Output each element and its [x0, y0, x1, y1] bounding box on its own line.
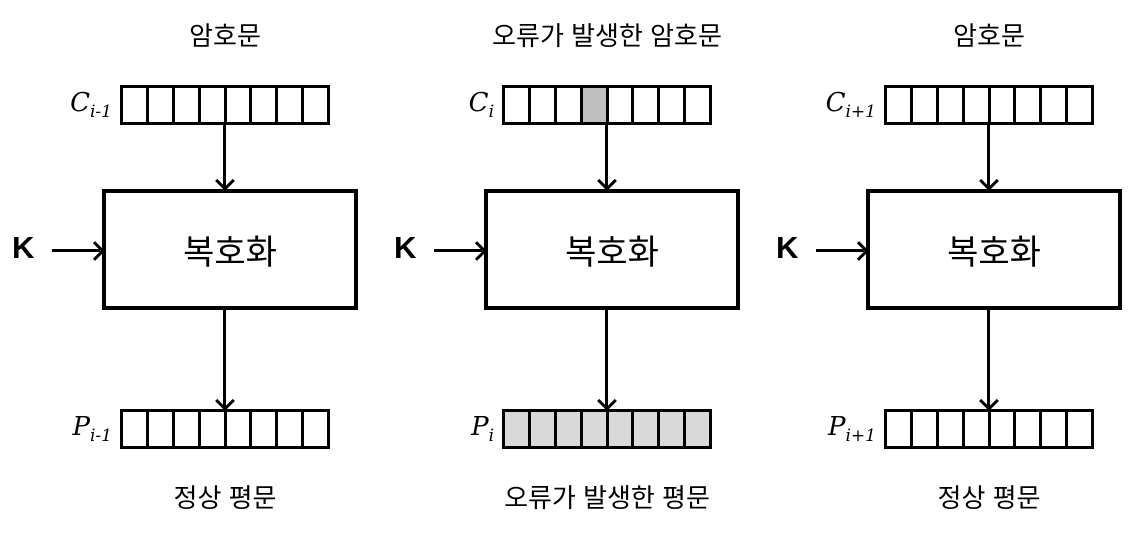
register-cell — [223, 88, 250, 122]
plain-register — [502, 409, 712, 449]
plain-register — [884, 409, 1094, 449]
register-cell — [505, 412, 528, 446]
register-cell — [1039, 88, 1066, 122]
cipher-register — [120, 85, 330, 125]
register-cell — [197, 88, 224, 122]
register-cell — [171, 412, 198, 446]
cipher-register — [884, 85, 1094, 125]
register-cell — [683, 88, 709, 122]
decrypt-box: 복호화 — [484, 189, 740, 310]
var-subscript: i — [488, 426, 494, 447]
key-label: K — [776, 230, 799, 265]
ciphertext-label: 암호문 — [189, 21, 261, 51]
key-arrow — [52, 249, 100, 252]
register-cell — [1065, 412, 1091, 446]
var-subscript: i-1 — [90, 102, 112, 123]
register-cell — [505, 88, 528, 122]
register-cell — [249, 412, 276, 446]
register-cell — [887, 412, 910, 446]
var-subscript: i — [488, 102, 494, 123]
plaintext-label: 정상 평문 — [937, 483, 1041, 513]
register-cell — [171, 88, 198, 122]
register-cell — [553, 412, 580, 446]
down-arrow — [987, 310, 990, 407]
cipher-register-name: Ci — [382, 88, 494, 122]
key-arrow — [816, 249, 864, 252]
register-cell — [1013, 412, 1040, 446]
var-subscript: i+1 — [845, 426, 877, 447]
var-letter: P — [72, 412, 91, 442]
register-cell — [631, 88, 658, 122]
plain-register — [120, 409, 330, 449]
register-cell — [631, 412, 658, 446]
decrypt-box: 복호화 — [866, 189, 1122, 310]
decrypt-column-i: 오류가 발생한 암호문 Ci K 복호화 Pi 오류가 발생한 평문 — [382, 0, 764, 540]
cipher-register-name: Ci+1 — [764, 88, 876, 122]
register-cell — [301, 88, 327, 122]
plain-register-name: Pi-1 — [0, 412, 113, 447]
register-cell — [961, 88, 988, 122]
register-cell — [275, 88, 302, 122]
register-cell — [909, 88, 936, 122]
decrypt-column-i-plus-1: 암호문 Ci+1 K 복호화 Pi+1 정상 평문 — [764, 0, 1146, 540]
register-cell — [683, 412, 709, 446]
register-cell — [223, 412, 250, 446]
var-letter: P — [828, 412, 846, 442]
register-cell — [275, 412, 302, 446]
register-cell — [301, 412, 327, 446]
register-cell — [605, 88, 632, 122]
ciphertext-error-label: 오류가 발생한 암호문 — [492, 21, 722, 51]
register-cell — [1013, 88, 1040, 122]
plaintext-label: 정상 평문 — [173, 483, 277, 513]
down-arrow — [223, 310, 226, 407]
down-arrow — [223, 125, 226, 187]
register-cell — [987, 88, 1014, 122]
register-cell — [249, 88, 276, 122]
down-arrow — [605, 310, 608, 407]
register-cell — [123, 88, 146, 122]
register-cell — [887, 88, 910, 122]
plaintext-error-label: 오류가 발생한 평문 — [504, 483, 710, 513]
register-cell — [579, 88, 606, 122]
register-cell — [1039, 412, 1066, 446]
register-cell — [1065, 88, 1091, 122]
var-subscript: i-1 — [90, 426, 112, 447]
decrypt-column-i-minus-1: 암호문 Ci-1 K 복호화 Pi-1 정상 평문 — [0, 0, 382, 540]
decrypt-box: 복호화 — [102, 189, 358, 310]
register-cell — [657, 88, 684, 122]
plain-register-name: Pi+1 — [764, 412, 876, 446]
register-cell — [553, 88, 580, 122]
plain-register-name: Pi — [382, 412, 494, 446]
key-label: K — [12, 230, 35, 265]
register-cell — [123, 412, 146, 446]
register-cell — [527, 412, 554, 446]
down-arrow — [987, 125, 990, 187]
register-cell — [935, 88, 962, 122]
var-letter: P — [471, 412, 489, 442]
register-cell — [961, 412, 988, 446]
register-cell — [909, 412, 936, 446]
register-cell — [935, 412, 962, 446]
var-letter: C — [468, 88, 489, 118]
ciphertext-label: 암호문 — [953, 21, 1025, 51]
cipher-register-name: Ci-1 — [0, 88, 112, 122]
register-cell — [145, 88, 172, 122]
var-subscript: i+1 — [845, 102, 877, 123]
key-arrow — [434, 249, 482, 252]
var-letter: C — [825, 88, 846, 118]
down-arrow — [605, 125, 608, 187]
var-letter: C — [70, 88, 90, 118]
register-cell — [579, 412, 606, 446]
register-cell — [527, 88, 554, 122]
register-cell — [197, 412, 224, 446]
register-cell — [605, 412, 632, 446]
register-cell — [987, 412, 1014, 446]
key-label: K — [394, 230, 417, 265]
register-cell — [657, 412, 684, 446]
cipher-register — [502, 85, 712, 125]
register-cell — [145, 412, 172, 446]
